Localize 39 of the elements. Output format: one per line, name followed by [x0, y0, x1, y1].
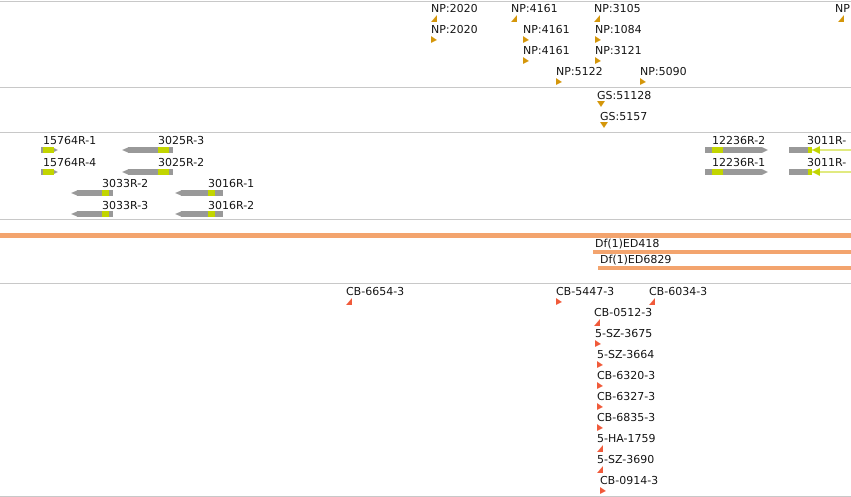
feature-label: CB-0914-3 [600, 474, 658, 487]
feature-label: NP:2020 [431, 23, 478, 36]
feature-label: Df(1)ED418 [595, 237, 660, 250]
feature-label: 12236R-2 [712, 134, 766, 147]
feature-label: 5-HA-1759 [597, 432, 656, 445]
feature-label: NP:3105 [594, 2, 641, 15]
feature-label: CB-6654-3 [346, 285, 404, 298]
feature-label: NP:1084 [595, 23, 642, 36]
feature-label: 3016R-1 [208, 177, 254, 190]
feature-label: CB-6327-3 [597, 390, 656, 403]
feature-label: 3016R-2 [208, 199, 254, 212]
feature-label: CB-6320-3 [597, 369, 656, 382]
feature-label: CB-5447-3 [556, 285, 614, 298]
feature-label: 5-SZ-3690 [597, 453, 654, 466]
feature-label: 15764R-4 [43, 156, 96, 169]
feature-label: 3011R- [807, 134, 846, 147]
feature-label: NP:4161 [523, 23, 570, 36]
feature-label: NP [835, 2, 850, 15]
feature-label: 3033R-3 [102, 199, 148, 212]
feature-label: CB-6835-3 [597, 411, 656, 424]
feature-label: 5-SZ-3675 [595, 327, 652, 340]
feature-label: NP:4161 [523, 44, 570, 57]
feature-label: NP:2020 [431, 2, 478, 15]
feature-label: NP:3121 [595, 44, 642, 57]
feature-label: CB-0512-3 [594, 306, 652, 319]
feature-label: 3025R-2 [158, 156, 204, 169]
feature-label: Df(1)ED6829 [600, 253, 672, 266]
feature-label: 15764R-1 [43, 134, 96, 147]
feature-label: GS:5157 [600, 110, 648, 123]
feature-label: 3025R-3 [158, 134, 204, 147]
feature-label: NP:5122 [556, 65, 603, 78]
feature-label: 12236R-1 [712, 156, 766, 169]
feature-label: 3011R- [807, 156, 846, 169]
feature-label: CB-6034-3 [649, 285, 708, 298]
feature-label: GS:51128 [597, 89, 652, 102]
feature-label: 3033R-2 [102, 177, 148, 190]
feature-label: NP:5090 [640, 65, 687, 78]
feature-label: NP:4161 [511, 2, 558, 15]
feature-label: 5-SZ-3664 [597, 348, 654, 361]
